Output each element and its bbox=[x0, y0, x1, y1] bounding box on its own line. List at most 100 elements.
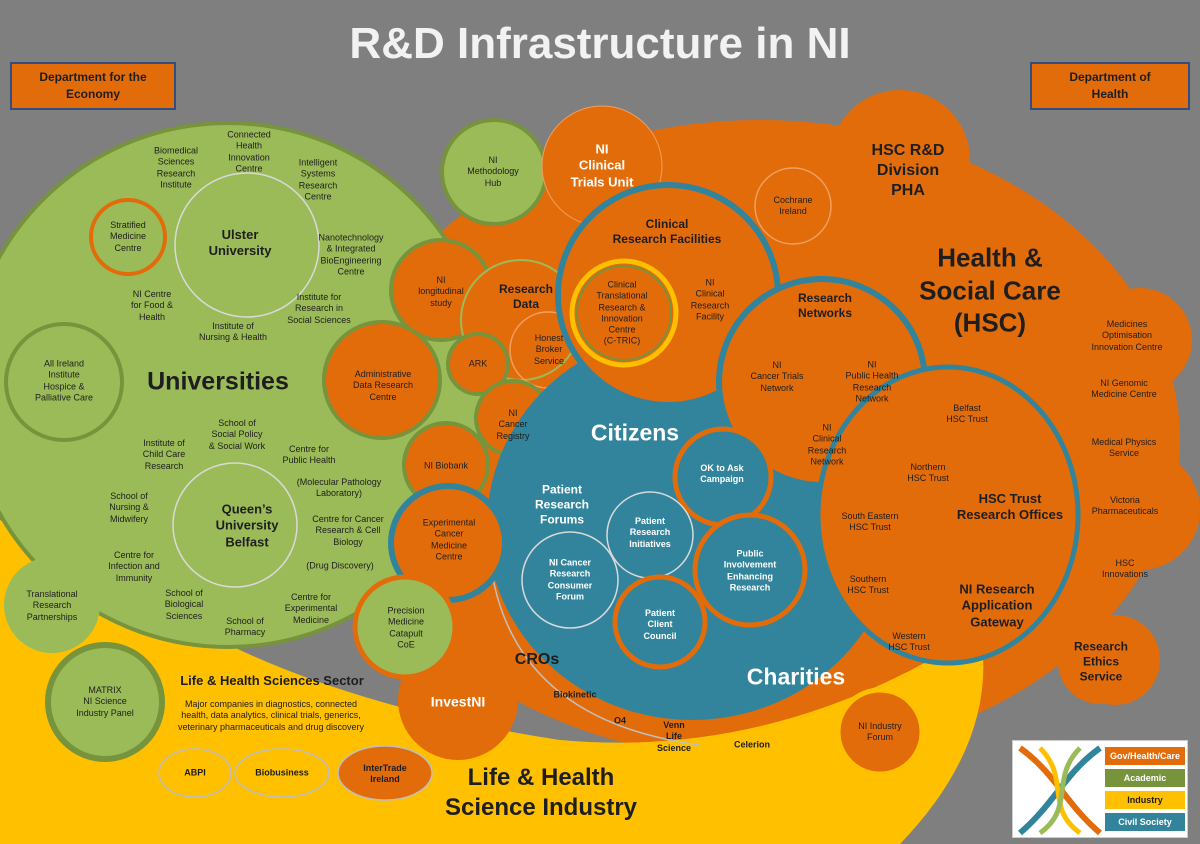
cancer-research-label: Centre for Cancer Research & Cell Biolog… bbox=[312, 514, 384, 547]
western-trust-label: Western HSC Trust bbox=[888, 630, 930, 652]
ni-industry-forum-circle bbox=[835, 687, 925, 777]
all-ireland-circle bbox=[4, 322, 124, 442]
ulster-label: Ulster University bbox=[208, 226, 272, 258]
translational-label: Translational Research Partnerships bbox=[26, 589, 78, 622]
research-data-label: Research Data bbox=[498, 282, 554, 311]
research-networks-label: Research Networks bbox=[797, 291, 853, 320]
legend-label: Civil Society bbox=[1118, 817, 1172, 827]
admin-data-circle bbox=[322, 320, 442, 440]
all-ireland-label: All Ireland Institute Hospice & Palliati… bbox=[34, 358, 94, 403]
hsc-innovations-label: HSC Innovations bbox=[1101, 557, 1149, 579]
methodology-label: NI Methodology Hub bbox=[467, 155, 519, 188]
cancer-consumer-circle bbox=[521, 531, 619, 629]
legend-gov-health-care: Gov/Health/Care bbox=[1105, 747, 1185, 765]
admin-data-label: Administrative Data Research Centre bbox=[352, 369, 414, 402]
patient-initiatives-label: Patient Research Initiatives bbox=[629, 516, 671, 549]
mol-path-label: (Molecular Pathology Laboratory) bbox=[296, 476, 382, 498]
legend-label: Academic bbox=[1123, 773, 1167, 783]
biobusiness-ellipse bbox=[234, 748, 330, 798]
cochrane-circle bbox=[754, 167, 832, 245]
life-health-industry-label: Life & Health Science Industry bbox=[444, 764, 638, 821]
food-health-label: NI Centre for Food & Health bbox=[130, 289, 174, 322]
cancer-trials-label: NI Cancer Trials Network bbox=[750, 360, 804, 393]
dept-health-box: Department of Health bbox=[1030, 62, 1190, 110]
child-care-label: Institute of Child Care Research bbox=[142, 438, 186, 471]
hsc-trust-offices-label: HSC Trust Research Offices bbox=[956, 490, 1064, 522]
exp-medicine-label: Centre for Experimental Medicine bbox=[284, 592, 338, 625]
venn-label: Venn Life Science bbox=[656, 720, 692, 753]
bio-sciences-label: School of Biological Sciences bbox=[164, 588, 204, 621]
public-involvement-label: Public Involvement Enhancing Research bbox=[723, 548, 777, 593]
clinical-facilities-label: Clinical Research Facilities bbox=[612, 217, 722, 246]
cros-arc bbox=[489, 559, 701, 746]
patient-research-forums-label: Patient Research Forums bbox=[534, 482, 590, 527]
nursing-midwifery-label: School of Nursing & Midwifery bbox=[109, 491, 149, 524]
nanotech-label: Nanotechnology & Integrated BioEngineeri… bbox=[318, 232, 384, 277]
cros-label: CROs bbox=[514, 651, 560, 668]
cancer-registry-label: NI Cancer Registry bbox=[496, 408, 530, 441]
intertrade-label: InterTrade Ireland bbox=[363, 762, 407, 784]
ctu-label: NI Clinical Trials Unit bbox=[570, 141, 634, 190]
citizens-label: Citizens bbox=[590, 419, 680, 446]
honest-broker-label: Honest Broker Service bbox=[533, 333, 565, 366]
investni-label: InvestNI bbox=[430, 693, 486, 710]
infection-label: Centre for Infection and Immunity bbox=[108, 550, 160, 583]
legend: Gov/Health/Care Academic Industry Civil … bbox=[1012, 740, 1188, 838]
dna-helix-logo bbox=[1018, 745, 1102, 836]
intertrade-ellipse bbox=[337, 745, 433, 801]
ok-to-ask-label: OK to Ask Campaign bbox=[700, 462, 744, 484]
nursing-health-label: Institute of Nursing & Health bbox=[198, 320, 268, 342]
public-involvement-circle bbox=[692, 512, 808, 628]
drug-discovery-label: (Drug Discovery) bbox=[306, 560, 374, 571]
connected-health-label: Connected Health Innovation Centre bbox=[227, 129, 271, 174]
legend-civil-society: Civil Society bbox=[1105, 813, 1185, 831]
hsc-trusts-region bbox=[815, 364, 1081, 666]
industry-region bbox=[0, 520, 984, 844]
precision-label: Precision Medicine Catapult CoE bbox=[387, 605, 425, 650]
legend-academic: Academic bbox=[1105, 769, 1185, 787]
ctric-label: Clinical Translational Research & Innova… bbox=[596, 279, 648, 346]
matrix-label: MATRIX NI Science Industry Panel bbox=[76, 685, 134, 718]
southern-trust-label: Southern HSC Trust bbox=[847, 573, 889, 595]
hsc-rd-label: HSC R&D Division PHA bbox=[871, 142, 945, 199]
o4-label: O4 bbox=[613, 715, 627, 726]
queens-label: Queen’s University Belfast bbox=[215, 501, 279, 550]
matrix-circle bbox=[45, 642, 165, 762]
med-physics-label: Medical Physics Service bbox=[1091, 436, 1157, 458]
ark-circle bbox=[446, 332, 510, 396]
cochrane-label: Cochrane Ireland bbox=[773, 194, 813, 216]
northern-trust-label: Northern HSC Trust bbox=[907, 461, 949, 483]
stratified-label: Stratified Medicine Centre bbox=[109, 220, 147, 253]
abpi-ellipse bbox=[158, 748, 232, 798]
biomedical-label: Biomedical Sciences Research Institute bbox=[153, 145, 199, 190]
ni-research-gateway-label: NI Research Application Gateway bbox=[959, 581, 1035, 630]
queens-circle bbox=[172, 462, 298, 588]
legend-label: Gov/Health/Care bbox=[1109, 751, 1181, 761]
medicines-opt-label: Medicines Optimisation Innovation Centre bbox=[1091, 319, 1163, 352]
patient-client-label: Patient Client Council bbox=[643, 608, 677, 641]
translational-circle bbox=[4, 557, 100, 653]
biobusiness-label: Biobusiness bbox=[255, 767, 309, 778]
precision-circle bbox=[352, 574, 458, 680]
lhs-sector-label: Life & Health Sciences Sector bbox=[180, 672, 364, 688]
ni-industry-forum-label: NI Industry Forum bbox=[858, 720, 902, 742]
cancer-consumer-label: NI Cancer Research Consumer Forum bbox=[547, 557, 593, 602]
stratified-circle bbox=[89, 198, 167, 276]
public-health-label: Centre for Public Health bbox=[282, 443, 336, 465]
ethics-circle bbox=[1058, 620, 1142, 704]
longitudinal-label: NI longitudinal study bbox=[418, 275, 464, 308]
biokinetic-label: Biokinetic bbox=[553, 689, 597, 700]
universities-label: Universities bbox=[147, 367, 289, 396]
celerion-label: Celerion bbox=[733, 739, 771, 750]
hsc-title-label: Health & Social Care (HSC) bbox=[919, 242, 1061, 338]
lhs-desc-label: Major companies in diagnostics, connecte… bbox=[177, 699, 365, 732]
pharmacy-label: School of Pharmacy bbox=[224, 615, 266, 637]
ecmc-label: Experimental Cancer Medicine Centre bbox=[422, 517, 476, 562]
nicrf-label: NI Clinical Research Facility bbox=[690, 277, 730, 322]
ctric-circle bbox=[569, 258, 679, 368]
genomic-label: NI Genomic Medicine Centre bbox=[1091, 377, 1157, 399]
legend-label: Industry bbox=[1127, 795, 1163, 805]
victoria-label: Victoria Pharmaceuticals bbox=[1091, 494, 1159, 516]
